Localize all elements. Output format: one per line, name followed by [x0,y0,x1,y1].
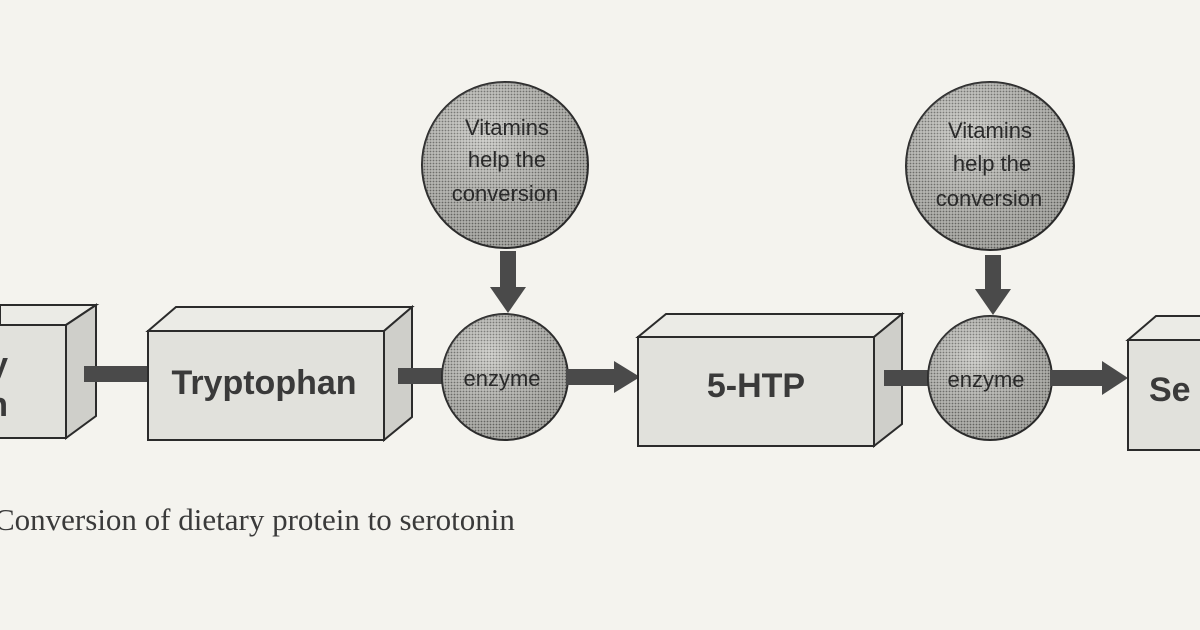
vitamins-2-line3: conversion [936,186,1042,211]
vitamins-2-line1: Vitamins [948,118,1032,143]
arrow-enzyme-to-5htp [566,361,640,393]
left-box-label-line1: y [0,346,8,384]
enzyme-2-label: enzyme [947,367,1024,392]
connector-tryptophan-to-enzyme [398,368,446,384]
arrow-enzyme-to-serotonin [1050,361,1128,395]
connector-5htp-to-enzyme [884,370,934,386]
connector-left-to-tryptophan [84,366,150,382]
serotonin-partial-label: Se [1149,371,1191,409]
figure-caption: Conversion of dietary protein to seroton… [0,502,515,537]
enzyme-1-label: enzyme [463,366,540,391]
left-partial-box: y n [0,303,100,440]
down-arrow-2 [975,255,1011,315]
tryptophan-label: Tryptophan [171,364,356,402]
5htp-box: 5-HTP [635,311,905,449]
down-arrow-1 [490,251,526,313]
serotonin-partial-box: Se [1125,315,1200,451]
vitamins-2-line2: help the [953,151,1031,176]
vitamins-1-line2: help the [468,147,546,172]
vitamins-circle-2: Vitamins help the conversion [905,81,1075,251]
vitamins-circle-1: Vitamins help the conversion [421,81,589,249]
vitamins-1-line3: conversion [452,181,558,206]
enzyme-circle-2: enzyme [927,315,1053,441]
tryptophan-box: Tryptophan [145,304,415,443]
5htp-label: 5-HTP [707,367,805,405]
enzyme-circle-1: enzyme [441,313,569,441]
vitamins-1-line1: Vitamins [465,115,549,140]
left-box-label-line2: n [0,386,8,424]
